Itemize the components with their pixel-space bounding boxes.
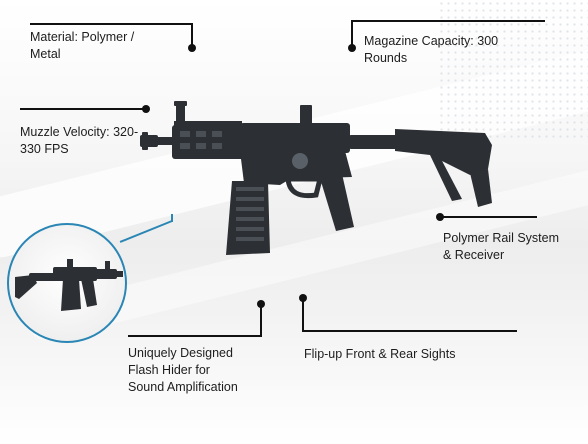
- dot-grid-decoration: [438, 0, 588, 140]
- callout-dot-magazine: [348, 44, 356, 52]
- spec-rail: Polymer Rail System & Receiver: [443, 231, 559, 262]
- spec-magazine: Magazine Capacity: 300 Rounds: [364, 34, 499, 65]
- callout-line-magazine: [351, 20, 353, 48]
- spec-velocity: Muzzle Velocity: 320- 330 FPS: [20, 125, 139, 156]
- spec-flash-hider: Uniquely Designed Flash Hider for Sound …: [128, 346, 238, 394]
- callout-line-sights: [302, 330, 517, 332]
- callout-dot-material: [188, 44, 196, 52]
- callout-dot-velocity: [142, 105, 150, 113]
- rifle-image: [140, 95, 520, 265]
- callout-line-flash-hider: [128, 335, 262, 337]
- spec-sights: Flip-up Front & Rear Sights: [304, 347, 456, 361]
- callout-line-rail: [440, 216, 537, 218]
- callout-line-flash-hider: [260, 304, 262, 337]
- inset-zoom-circle: [7, 223, 127, 343]
- callout-line-sights: [302, 298, 304, 332]
- inset-pointer-end: [171, 214, 173, 222]
- callout-line-velocity: [20, 108, 146, 110]
- spec-material: Material: Polymer / Metal: [30, 30, 135, 61]
- callout-line-magazine: [351, 20, 545, 22]
- callout-line-material: [30, 23, 192, 25]
- inset-rifle-image: [15, 259, 123, 311]
- callout-line-material: [191, 23, 193, 47]
